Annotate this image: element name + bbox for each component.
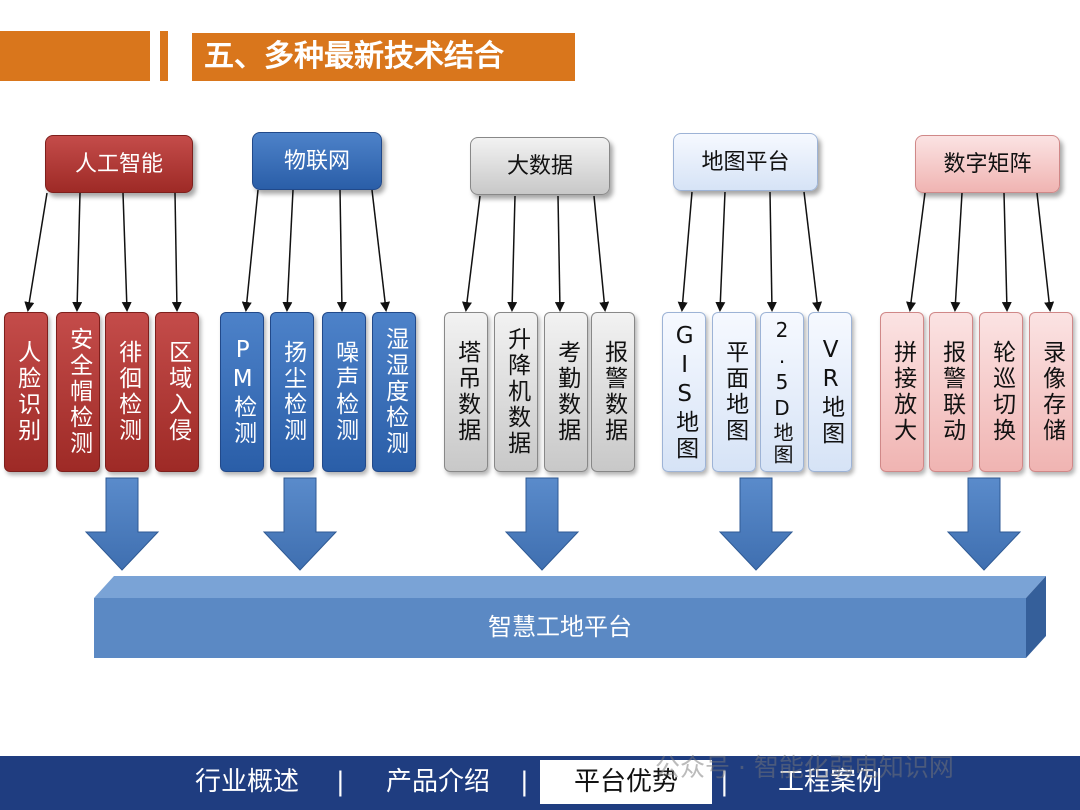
item-gis-map: GIS地图 [662, 312, 706, 472]
block-arrow-matrix [946, 477, 1022, 571]
platform-label: 智慧工地平台 [488, 613, 632, 641]
connector-line [507, 195, 518, 312]
nav-industry-overview[interactable]: 行业概述 [195, 767, 300, 797]
item-attendance-data: 考勤数据 [544, 312, 588, 472]
item-tower-crane-data: 塔吊数据 [444, 312, 488, 472]
item-alarm-data: 报警数据 [591, 312, 635, 472]
nav-engineering-cases[interactable]: 工程案例 [778, 767, 883, 797]
connector-line [121, 192, 132, 312]
block-arrow-bigdata [504, 477, 580, 571]
connector-line [462, 195, 481, 312]
connector-line [1001, 192, 1012, 312]
item-helmet-detection: 安全帽检测 [56, 312, 100, 472]
block-arrow-ai [84, 477, 160, 571]
item-dust-detection: 扬尘检测 [270, 312, 314, 472]
item-2-5d-map: 2.5D地图 [760, 312, 804, 472]
nav-separator: | [720, 767, 729, 797]
connector-line [72, 192, 83, 312]
nav-separator: | [336, 767, 345, 797]
connector-line [282, 189, 294, 312]
watermark: 公众号 · 智能化弱电知识网 [655, 753, 954, 782]
item-noise-detection: 噪声检测 [322, 312, 366, 472]
connector-line [803, 191, 823, 312]
block-arrow-map [718, 477, 794, 571]
header-accent-bar [0, 31, 150, 81]
item-recording-storage: 录像存储 [1029, 312, 1073, 472]
header-accent-gap [150, 31, 160, 81]
item-humidity-detection: 湿湿度检测 [372, 312, 416, 472]
item-patrol-switch: 轮巡切换 [979, 312, 1023, 472]
platform-front-face [94, 598, 1026, 658]
connector-line [336, 189, 347, 312]
connector-line [554, 195, 565, 312]
nav-product-intro[interactable]: 产品介绍 [386, 767, 491, 797]
block-arrow-iot [262, 477, 338, 571]
platform-side-face [1026, 576, 1046, 658]
item-vr-map: VR地图 [808, 312, 852, 472]
connector-line [677, 191, 693, 312]
connector-line [715, 191, 726, 312]
connector-line [371, 189, 391, 312]
connector-line [24, 192, 48, 312]
connector-line [593, 195, 610, 312]
item-area-intrusion: 区域入侵 [155, 312, 199, 472]
item-splice-zoom: 拼接放大 [880, 312, 924, 472]
category-matrix: 数字矩阵 [915, 135, 1060, 193]
category-map: 地图平台 [673, 133, 818, 191]
page-title: 五、多种最新技术结合 [192, 33, 575, 81]
item-face-recognition: 人脸识别 [4, 312, 48, 472]
item-loitering-detection: 徘徊检测 [105, 312, 149, 472]
nav-separator: | [520, 767, 529, 797]
platform-top-face [94, 576, 1046, 598]
connector-line [766, 191, 777, 312]
connector-line [241, 189, 259, 312]
connector-line [950, 192, 963, 312]
item-plane-map: 平面地图 [712, 312, 756, 472]
connector-line [1036, 192, 1055, 312]
item-alarm-linkage: 报警联动 [929, 312, 973, 472]
connector-line [171, 192, 182, 312]
category-bigdata: 大数据 [470, 137, 610, 195]
item-pm-detection: PM检测 [220, 312, 264, 472]
category-iot: 物联网 [252, 132, 382, 190]
item-elevator-data: 升降机数据 [494, 312, 538, 472]
header-accent-bar-thin [160, 31, 168, 81]
connector-line [906, 192, 926, 312]
category-ai: 人工智能 [45, 135, 193, 193]
nav-platform-advantages[interactable]: 平台优势 [540, 760, 712, 804]
